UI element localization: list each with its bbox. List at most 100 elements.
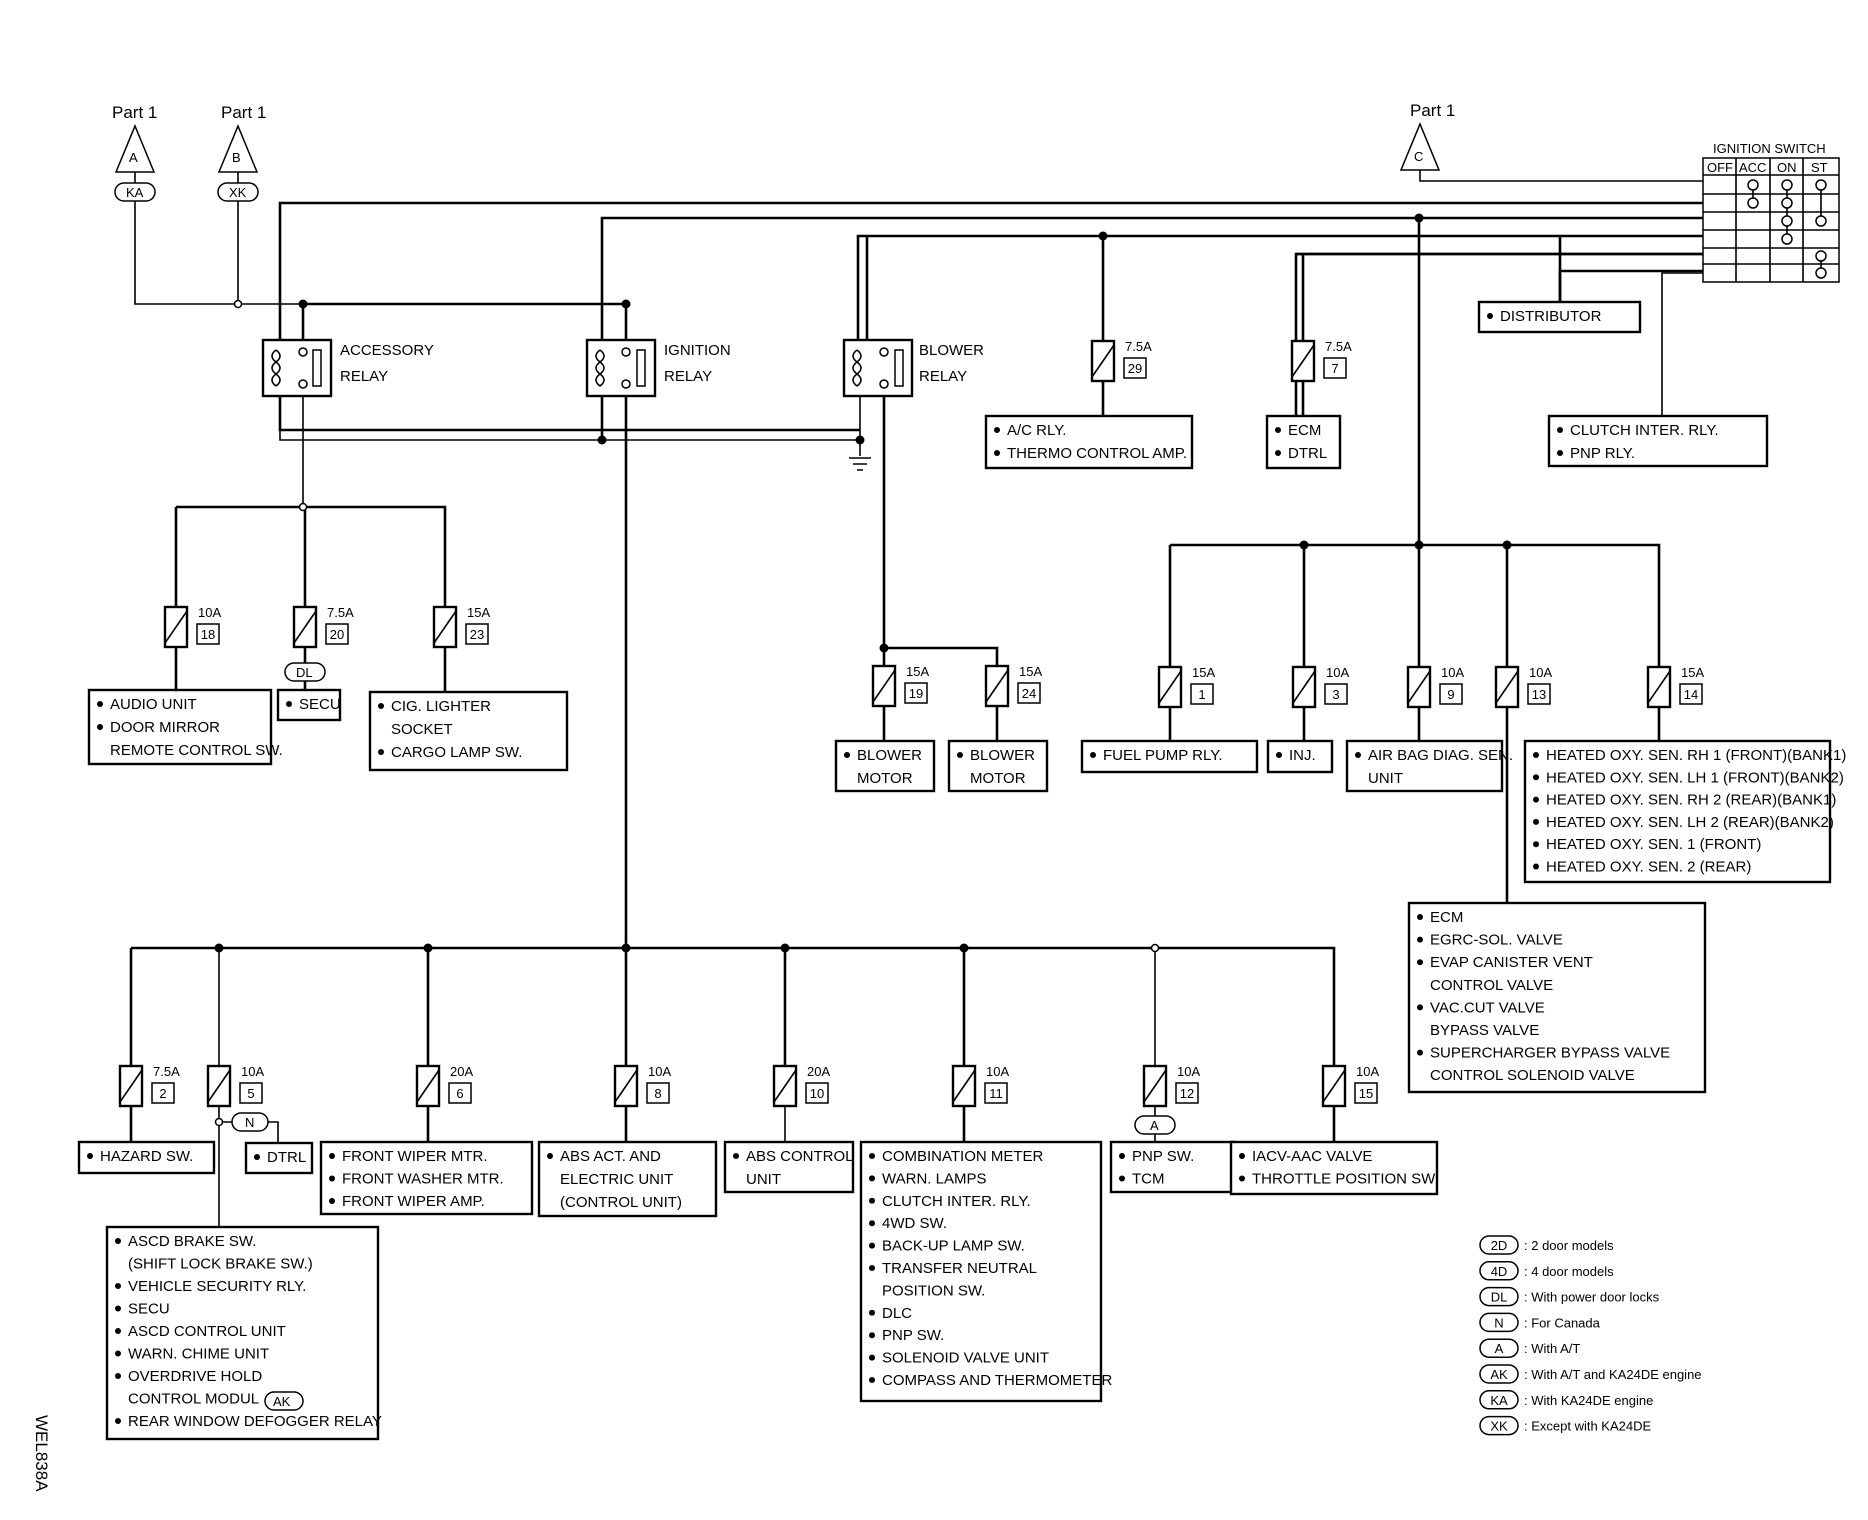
connector-b: Part 1 B XK — [217, 103, 266, 202]
legend-text: : 2 door models — [1524, 1238, 1614, 1253]
legend-text: : With A/T and KA24DE engine — [1524, 1367, 1702, 1382]
fuse-number: 24 — [1022, 686, 1036, 701]
connector-c-id: C — [1414, 149, 1423, 164]
fuse-amp-label: 10A — [241, 1064, 264, 1079]
legend-item-a: A: With A/T — [1479, 1338, 1580, 1358]
fuse-amp-label: 10A — [648, 1064, 671, 1079]
box-line: OVERDRIVE HOLD — [128, 1368, 262, 1385]
tag-dl-label: DL — [296, 665, 313, 680]
box-dtrl: DTRL — [244, 1141, 314, 1175]
box-line: FRONT WASHER MTR. — [342, 1171, 504, 1188]
box-line: TCM — [1132, 1171, 1165, 1188]
accessory-relay-label-1: ACCESSORY — [340, 342, 434, 359]
ignition-switch-title: IGNITION SWITCH — [1713, 141, 1826, 156]
accessory-relay: ACCESSORY RELAY — [261, 338, 434, 398]
box-line: HEATED OXY. SEN. RH 1 (FRONT)(BANK1) — [1546, 747, 1846, 764]
connector-a: Part 1 A KA — [112, 103, 157, 202]
box-ascd: ASCD BRAKE SW.(SHIFT LOCK BRAKE SW.)VEHI… — [105, 1225, 382, 1441]
fuse-amp-label: 20A — [450, 1064, 473, 1079]
legend-item-xk: XK: Except with KA24DE — [1479, 1415, 1651, 1436]
box-line: CONTROL VALVE — [1430, 977, 1553, 994]
legend-code: KA — [1490, 1393, 1508, 1408]
ignition-relay: IGNITION RELAY — [585, 338, 731, 398]
fuse-amp-label: 15A — [1681, 665, 1704, 680]
legend-text: : Except with KA24DE — [1524, 1419, 1651, 1434]
box-line: HEATED OXY. SEN. 1 (FRONT) — [1546, 836, 1761, 853]
box-secu: SECU — [276, 688, 342, 722]
legend-item-n: N: For Canada — [1479, 1312, 1601, 1333]
box-inj: INJ. — [1266, 739, 1334, 774]
box-line: (SHIFT LOCK BRAKE SW.) — [128, 1256, 313, 1273]
junction-dots — [214, 213, 1512, 1127]
fuse-amp-label: 15A — [1192, 665, 1215, 680]
accessory-relay-label-2: RELAY — [340, 368, 388, 385]
box-line: SECU — [128, 1301, 170, 1318]
connector-b-part-label: Part 1 — [221, 103, 266, 122]
box-line: ABS ACT. AND — [560, 1148, 661, 1165]
fuse-number: 29 — [1128, 361, 1142, 376]
box-line: SECU — [299, 696, 341, 713]
box-fuel-pump: FUEL PUMP RLY. — [1080, 739, 1259, 774]
box-line: REMOTE CONTROL SW. — [110, 742, 283, 759]
connector-b-id: B — [232, 150, 241, 165]
fuse-number: 6 — [456, 1086, 463, 1101]
box-line: WARN. LAMPS — [882, 1170, 986, 1187]
box-line: VEHICLE SECURITY RLY. — [128, 1278, 306, 1295]
legend-code: N — [1494, 1315, 1503, 1330]
box-clutch: CLUTCH INTER. RLY.PNP RLY. — [1547, 414, 1769, 468]
box-line: HEATED OXY. SEN. LH 1 (FRONT)(BANK2) — [1546, 769, 1844, 786]
connector-a-tag: KA — [126, 185, 144, 200]
box-heated: HEATED OXY. SEN. RH 1 (FRONT)(BANK1) HEAT… — [1523, 739, 1846, 884]
box-line: DISTRIBUTOR — [1500, 308, 1602, 325]
tag-a-label: A — [1150, 1118, 1159, 1133]
box-line: FUEL PUMP RLY. — [1103, 747, 1223, 764]
fuse-number: 14 — [1684, 687, 1698, 702]
fuse-amp-label: 10A — [986, 1064, 1009, 1079]
fuse-amp-label: 7.5A — [1325, 339, 1352, 354]
fuse-amp-label: 7.5A — [1125, 339, 1152, 354]
box-line: UNIT — [1368, 770, 1403, 787]
fuse-7: 7.5A7 — [1290, 339, 1352, 383]
fuse-number: 2 — [159, 1086, 166, 1101]
wires — [129, 170, 1703, 1227]
connector-c-part-label: Part 1 — [1410, 101, 1455, 120]
legend-item-dl: DL: With power door locks — [1479, 1286, 1660, 1307]
box-line: MOTOR — [970, 770, 1026, 787]
box-line: FRONT WIPER AMP. — [342, 1193, 485, 1210]
fuse-amp-label: 7.5A — [153, 1064, 180, 1079]
box-line: THERMO CONTROL AMP. — [1007, 445, 1187, 462]
box-line: EVAP CANISTER VENT — [1430, 954, 1593, 971]
fuse-number: 15 — [1359, 1086, 1373, 1101]
box-line: IACV-AAC VALVE — [1252, 1148, 1372, 1165]
box-line: CLUTCH INTER. RLY. — [1570, 422, 1719, 439]
legend-item-4d: 4D: 4 door models — [1479, 1261, 1614, 1281]
box-line: ELECTRIC UNIT — [560, 1171, 673, 1188]
box-line: SUPERCHARGER BYPASS VALVE — [1430, 1045, 1670, 1062]
legend-text: : With power door locks — [1524, 1290, 1660, 1305]
fuse-amp-label: 20A — [807, 1064, 830, 1079]
legend-code: AK — [1490, 1367, 1508, 1382]
box-hazard: HAZARD SW. — [77, 1140, 216, 1175]
fuse-number: 19 — [909, 686, 923, 701]
box-line: AIR BAG DIAG. SEN. — [1368, 747, 1513, 764]
box-line: AUDIO UNIT — [110, 696, 197, 713]
box-line: CLUTCH INTER. RLY. — [882, 1193, 1031, 1210]
tag-a: A — [1134, 1115, 1176, 1135]
box-line: BLOWER — [857, 747, 922, 764]
legend-item-ak: AK : With A/T and KA24DE engine — [1479, 1364, 1702, 1384]
box-line: UNIT — [746, 1171, 781, 1188]
box-line: DTRL — [267, 1149, 306, 1166]
legend-code: 4D — [1491, 1264, 1508, 1279]
legend-text: : With KA24DE engine — [1524, 1393, 1653, 1408]
